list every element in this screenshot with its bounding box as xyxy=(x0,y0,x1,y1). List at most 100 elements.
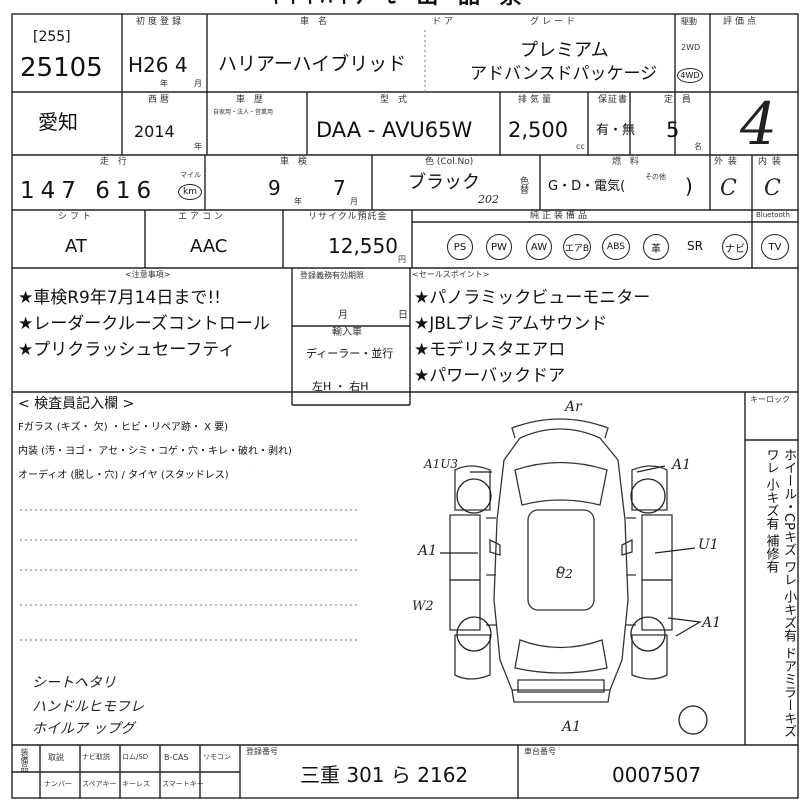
score-label: 評価点 xyxy=(723,17,760,27)
grade-line2: アドバンスドパッケージ xyxy=(470,64,658,84)
mileage-km-circle: km xyxy=(178,184,202,200)
equipment-ps: PS xyxy=(447,234,473,260)
plate-label: 登録番号 xyxy=(246,747,278,756)
import-label: 輸入車 xyxy=(332,327,362,338)
side-note: ホイール・CPキズ ワレ 小キズ有 ドアミラーキズ ワレ 小キズ有 補修有 xyxy=(763,448,797,738)
damage-front-left: A1U3 xyxy=(424,457,459,471)
mileage-label: 走 行 xyxy=(100,157,130,167)
handle-value: 左H ・ 右H xyxy=(312,380,369,393)
model-label: 型 式 xyxy=(380,95,410,105)
lot-number: 25105 xyxy=(20,53,103,83)
car-name-label: 車 名 xyxy=(300,17,330,27)
score-value: 4 xyxy=(740,90,777,158)
western-year-label: 西暦 xyxy=(148,95,173,105)
sales-item-3: ★モデリスタエアロ xyxy=(414,340,566,360)
caution-label: <注意事項> xyxy=(125,270,171,279)
first-reg-label: 初度登録 xyxy=(136,17,185,27)
inspection-title: < 検査員記入欄 > xyxy=(18,396,135,412)
warranty-value: 有・無 xyxy=(596,123,636,138)
mileage: 147 616 xyxy=(20,178,158,204)
footer-label-bcas: B-CAS xyxy=(164,753,189,762)
grade-line1: プレミアム xyxy=(520,40,609,61)
chassis-label: 車台番号 xyxy=(524,747,556,756)
hand-note-3: ホイルア ップグ xyxy=(32,721,135,737)
damage-right-door: U1 xyxy=(698,537,719,553)
equipment-pw-label: PW xyxy=(491,241,507,253)
footer-label-manual: 取説 xyxy=(48,753,64,762)
ac-label: エアコン xyxy=(178,212,227,222)
shift-label: シフト xyxy=(58,212,95,222)
door-label: ドア xyxy=(432,17,457,27)
equipment-leather: 革 xyxy=(643,234,669,260)
footer-equipment-label: 装備品 xyxy=(20,748,29,772)
equipment-pw: PW xyxy=(486,234,512,260)
equipment-abs-label: ABS xyxy=(607,242,625,252)
vehicle-history-sub: 自家用・法人・営業用 xyxy=(213,109,274,116)
sales-item-2: ★JBLプレミアムサウンド xyxy=(414,314,608,334)
equipment-navi-label: ナビ xyxy=(725,243,745,255)
footer-label-navi-manual: ナビ取説 xyxy=(82,753,110,761)
model: DAA - AVU65W xyxy=(316,118,473,142)
first-reg-value: H26 4 xyxy=(128,53,188,77)
recycle-yen: 円 xyxy=(398,255,406,264)
equipment-aw: AW xyxy=(526,234,552,260)
shaken-label: 車 検 xyxy=(280,157,310,167)
chassis: 0007507 xyxy=(612,763,702,787)
recycle: 12,550 xyxy=(328,234,398,258)
equipment-airbag-label: エアB xyxy=(564,243,590,254)
shaken-year-unit: 年 xyxy=(294,197,302,206)
western-year: 2014 xyxy=(134,122,175,141)
plate: 三重 301 ら 2162 xyxy=(300,763,469,787)
footer-label-keyless: キーレス xyxy=(122,780,150,788)
warranty-label: 保証書 xyxy=(598,95,629,105)
damage-left-door: A1 xyxy=(418,543,438,559)
equipment-sr: SR xyxy=(687,239,703,253)
damage-rear: A1 xyxy=(562,719,582,735)
shaken-day: 7 xyxy=(333,176,346,200)
drive-4wd-circle: 4WD xyxy=(677,68,703,83)
equipment-aw-label: AW xyxy=(530,241,548,253)
shift: AT xyxy=(65,236,87,257)
color: ブラック xyxy=(408,172,480,193)
equipment-abs: ABS xyxy=(602,234,630,260)
displacement-unit: cc xyxy=(576,142,585,151)
import-value: ディーラー・並行 xyxy=(306,347,394,360)
car-name: ハリアーハイブリッド xyxy=(218,53,407,75)
footer-label-smart-key: スマートキー xyxy=(162,780,204,788)
reg-month: 月 xyxy=(338,310,348,321)
hand-note-1: シートヘタリ xyxy=(32,675,116,691)
smartkey-label: Bluetooth xyxy=(756,211,790,219)
color-change: 色替 xyxy=(518,176,528,194)
inspection-line2: 内装 (汚・ヨゴ・ アセ・シミ・コゲ・穴・キレ・破れ・剥れ) xyxy=(18,446,292,457)
grade-label: グレード xyxy=(530,17,579,27)
sheet-title: ｷｷｷﾊｷｸ ｾ 出 品 票 xyxy=(270,0,528,8)
color-no: 202 xyxy=(478,193,499,206)
equipment-airbag: エアB xyxy=(563,234,591,260)
damage-roof: U2 xyxy=(555,567,573,581)
displacement: 2,500 xyxy=(508,118,569,142)
capacity: 5 xyxy=(666,118,680,142)
damage-left-rear: W2 xyxy=(412,599,434,614)
equipment-tv: TV xyxy=(761,234,789,260)
vehicle-history-label: 車 歴 xyxy=(236,95,266,105)
damage-front: Ar xyxy=(565,399,582,415)
sales-item-4: ★パワーバックドア xyxy=(414,366,566,386)
shaken-month: 9 xyxy=(268,176,281,200)
drive-2wd: 2WD xyxy=(681,43,701,52)
keylock-label: キーロック xyxy=(750,395,790,404)
footer-label-number: ナンバー xyxy=(44,780,72,788)
drive-label: 駆動 xyxy=(681,17,697,26)
region: 愛知 xyxy=(38,110,78,134)
footer-label-rom-sd: ロム/SD xyxy=(122,753,149,761)
equipment-navi: ナビ xyxy=(722,234,748,260)
sales-label: <セールスポイント> xyxy=(412,270,490,279)
equipment-label: 純正装備品 xyxy=(530,211,591,221)
exterior-label: 外 装 xyxy=(714,157,738,167)
ac: AAC xyxy=(190,236,228,257)
damage-right-rear: A1 xyxy=(702,615,722,631)
fuel-value: G・D・電気( xyxy=(548,179,626,194)
displacement-label: 排気量 xyxy=(518,95,555,105)
western-year-unit: 年 xyxy=(194,142,202,151)
